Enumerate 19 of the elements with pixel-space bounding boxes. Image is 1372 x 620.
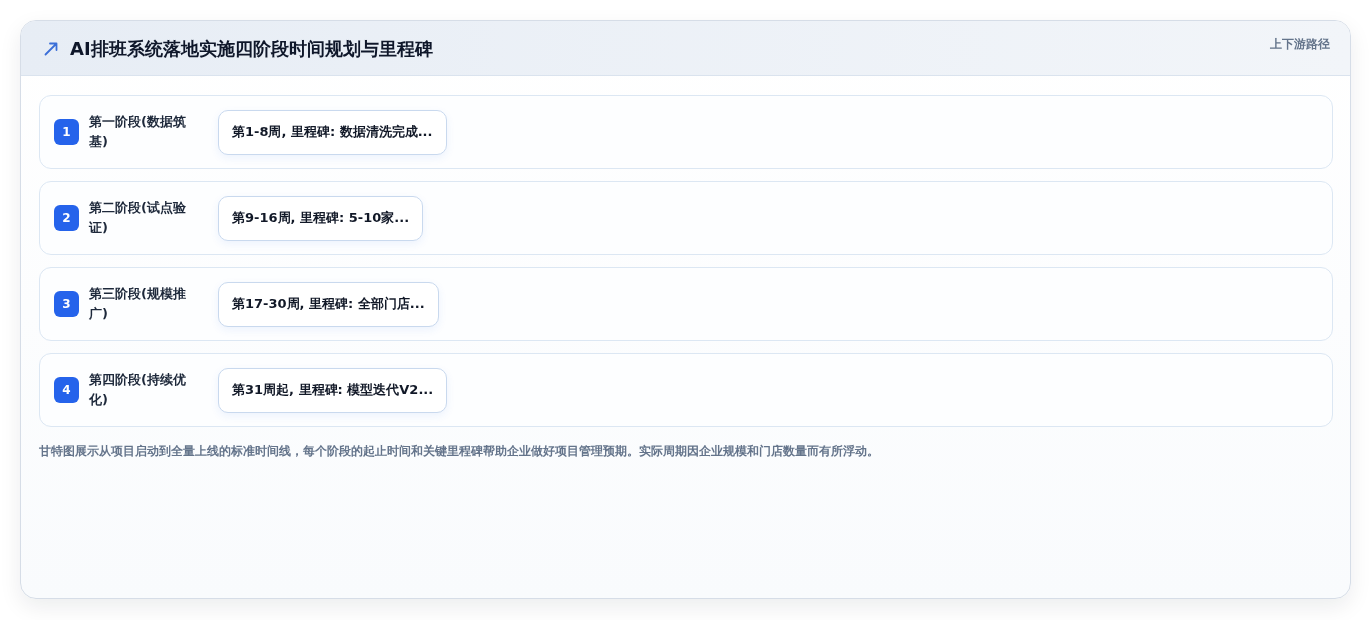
milestone-chip: 第1-8周, 里程碑: 数据清洗完成... [218,109,447,155]
step-number: 1 [54,119,79,145]
milestone-chip: 第31周起, 里程碑: 模型迭代V2... [218,367,448,413]
phase-row [39,267,1333,341]
phase-name: 第三阶段(规模推广) [89,285,187,323]
step-number: 2 [54,205,79,231]
phase-name: 第一阶段(数据筑基) [89,113,187,151]
card-title: AI排班系统落地实施四阶段时间规划与里程碑 [70,37,433,61]
phase-row [39,95,1333,169]
phase-row [39,181,1333,255]
step-number: 3 [54,291,79,317]
phase-name: 第四阶段(持续优化) [89,371,187,409]
phase-name: 第二阶段(试点验证) [89,199,187,237]
phase-row [39,353,1333,427]
milestone-chip: 第9-16周, 里程碑: 5-10家... [218,195,424,241]
caption-text: 甘特图展示从项目启动到全量上线的标准时间线，每个阶段的起止时间和关键里程碑帮助企业做好项目管理预期。实际周期因企业规模和门店数量而有所浮动。 [39,443,880,459]
section-tag: 上下游路径 [1270,36,1330,52]
milestone-chip: 第17-30周, 里程碑: 全部门店... [218,281,439,327]
step-number: 4 [54,377,79,403]
